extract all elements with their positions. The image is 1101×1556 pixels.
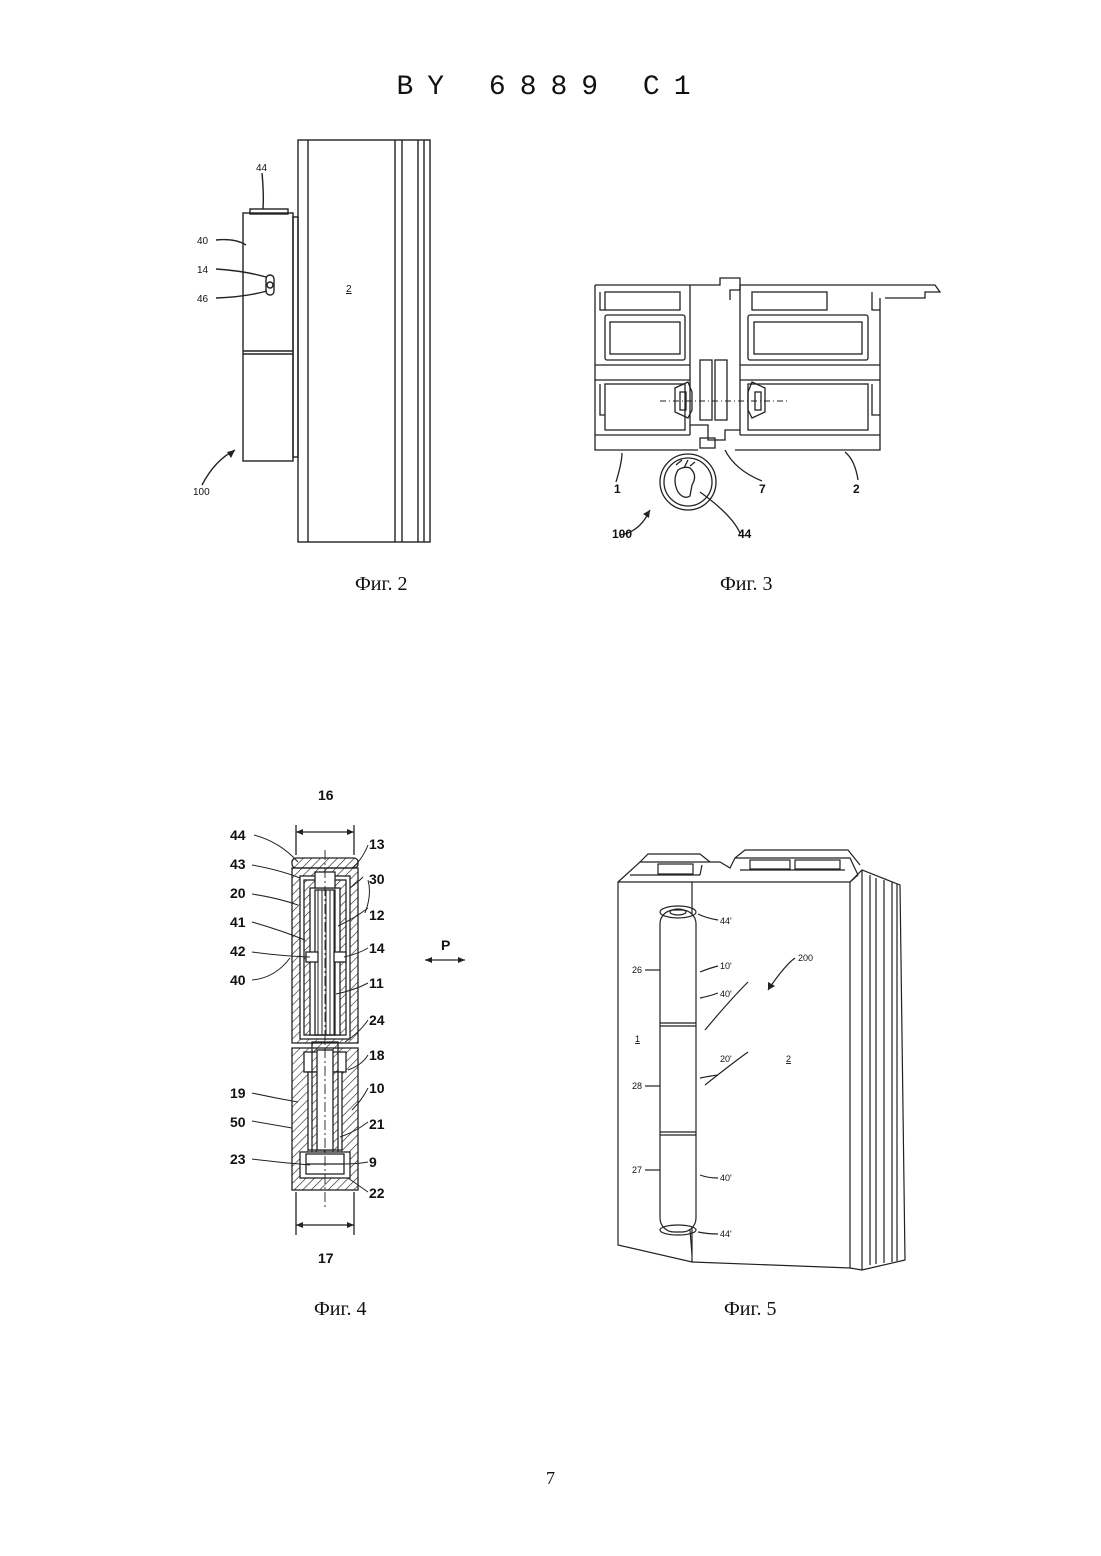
fig4-label-22: 22 bbox=[369, 1185, 385, 1201]
fig4-label-17: 17 bbox=[318, 1250, 334, 1266]
fig4-label-13: 13 bbox=[369, 836, 385, 852]
fig5-label-10: 10' bbox=[720, 961, 732, 971]
fig3-label-44: 44 bbox=[738, 527, 752, 541]
fig5-label-40-lower: 40' bbox=[720, 1173, 732, 1183]
fig4-label-21: 21 bbox=[369, 1116, 385, 1132]
fig4-label-P: P bbox=[441, 937, 450, 953]
fig4-label-43: 43 bbox=[230, 856, 246, 872]
fig4-label-50: 50 bbox=[230, 1114, 246, 1130]
fig3-label-1: 1 bbox=[614, 482, 621, 496]
fig5-label-26: 26 bbox=[632, 965, 642, 975]
fig2-label-40: 40 bbox=[197, 236, 209, 247]
figure-2-caption: Фиг. 2 bbox=[355, 573, 407, 596]
fig3-label-2: 2 bbox=[853, 482, 860, 496]
fig4-label-30: 30 bbox=[369, 871, 385, 887]
fig4-label-10: 10 bbox=[369, 1080, 385, 1096]
fig3-label-7: 7 bbox=[759, 482, 766, 496]
fig2-label-2: 2 bbox=[346, 284, 352, 295]
fig4-label-14: 14 bbox=[369, 940, 385, 956]
figure-5-drawing: 44' 26 10' 200 40' 1 20' 2 28 27 40' 44' bbox=[600, 840, 920, 1275]
fig5-label-40-upper: 40' bbox=[720, 989, 732, 999]
fig2-label-46: 46 bbox=[197, 294, 209, 305]
fig5-label-44-top: 44' bbox=[720, 916, 732, 926]
figure-2-drawing: 44 40 14 46 2 100 bbox=[180, 125, 450, 550]
fig4-label-16: 16 bbox=[318, 787, 334, 803]
figure-3-drawing: 1 7 2 100 44 bbox=[580, 270, 950, 550]
fig4-label-11: 11 bbox=[369, 975, 384, 991]
fig4-label-18: 18 bbox=[369, 1047, 385, 1063]
fig5-label-2: 2 bbox=[786, 1054, 791, 1064]
fig4-label-41: 41 bbox=[230, 914, 246, 930]
fig4-label-44: 44 bbox=[230, 827, 246, 843]
fig2-label-100: 100 bbox=[193, 487, 210, 498]
fig4-label-40: 40 bbox=[230, 972, 246, 988]
fig4-label-9: 9 bbox=[369, 1154, 377, 1170]
fig2-label-14: 14 bbox=[197, 265, 209, 276]
fig4-label-12: 12 bbox=[369, 907, 385, 923]
figure-3-caption: Фиг. 3 bbox=[720, 573, 772, 596]
figure-5-caption: Фиг. 5 bbox=[724, 1298, 776, 1321]
fig5-label-28: 28 bbox=[632, 1081, 642, 1091]
fig5-label-20: 20' bbox=[720, 1054, 732, 1064]
fig5-label-27: 27 bbox=[632, 1165, 642, 1175]
document-number: BY 6889 C1 bbox=[0, 72, 1101, 103]
fig3-label-100: 100 bbox=[612, 527, 632, 541]
fig5-label-1: 1 bbox=[635, 1034, 640, 1044]
fig2-label-44: 44 bbox=[256, 163, 268, 174]
fig4-label-23: 23 bbox=[230, 1151, 246, 1167]
fig5-label-200: 200 bbox=[798, 953, 813, 963]
fig5-label-44-bottom: 44' bbox=[720, 1229, 732, 1239]
figure-4-drawing: 16 44 13 43 30 20 12 41 42 14 P 40 11 24… bbox=[220, 780, 490, 1270]
fig4-label-24: 24 bbox=[369, 1012, 385, 1028]
fig4-label-20: 20 bbox=[230, 885, 246, 901]
fig4-label-19: 19 bbox=[230, 1085, 246, 1101]
figure-4-caption: Фиг. 4 bbox=[314, 1298, 366, 1321]
fig4-label-42: 42 bbox=[230, 943, 246, 959]
page-number: 7 bbox=[0, 1468, 1101, 1489]
